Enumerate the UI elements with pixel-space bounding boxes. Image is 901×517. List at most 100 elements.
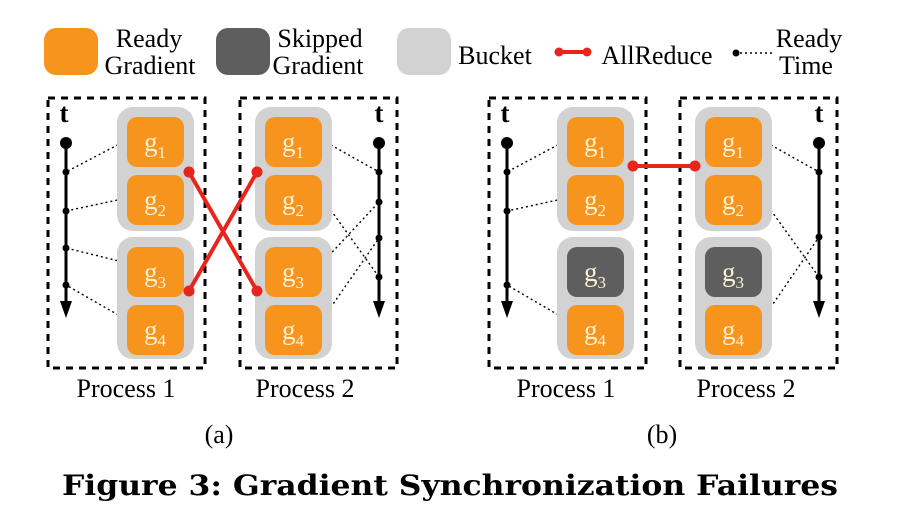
- gradient-g1-label: g1: [144, 127, 166, 162]
- timeline-start-dot: [813, 137, 825, 149]
- legend-swatch-ready-gradient: [44, 28, 98, 75]
- gradient-g1-label: g1: [584, 127, 606, 162]
- allreduce-links-b: [627, 160, 701, 172]
- process-box: [46, 96, 207, 370]
- process-box: [487, 96, 648, 370]
- ready-time-dot: [503, 168, 511, 176]
- timeline-start-dot: [373, 137, 385, 149]
- subfig-b-process-1: t g1 g2 g3 g4: [487, 96, 648, 370]
- ready-time-dot: [62, 281, 70, 289]
- ready-time-dot: [815, 233, 823, 241]
- ready-time-legend-glyph: [732, 49, 772, 57]
- timeline-arrowhead: [60, 301, 72, 318]
- subfigure-b: t g1 g2 g3 g4: [487, 96, 839, 449]
- timeline-t-label: t: [60, 98, 69, 128]
- allreduce-endpoint-dot: [183, 166, 195, 178]
- ready-time-dot: [62, 207, 70, 215]
- ready-time-dot: [375, 273, 383, 281]
- gradient-g1-label: g1: [722, 127, 744, 162]
- legend-label-skipped-line1: Skipped: [277, 24, 362, 53]
- gradient-g1: [705, 117, 762, 167]
- timeline-arrowhead: [373, 301, 385, 318]
- allreduce-endpoint-dot: [554, 47, 564, 57]
- gradient-g2-label: g2: [144, 185, 166, 220]
- allreduce-endpoint-dot: [183, 285, 195, 297]
- timeline-axis: [501, 137, 513, 318]
- gradient-g2-label: g2: [722, 185, 744, 220]
- legend-label-ready-time-line1: Ready: [776, 24, 842, 53]
- ready-time-dot: [375, 168, 383, 176]
- ready-time-line-g4: [65, 284, 128, 321]
- subfigure-b-tag: (b): [647, 420, 677, 449]
- legend-label-allreduce: AllReduce: [601, 41, 712, 70]
- gradient-g1: [127, 117, 184, 167]
- legend: Ready Gradient Skipped Gradient Bucket A…: [44, 24, 842, 80]
- gradient-g2: [127, 175, 184, 225]
- gradient-g4-label: g4: [722, 315, 745, 350]
- process-box: [238, 96, 399, 370]
- gradient-g1-label: g1: [282, 127, 304, 162]
- ready-time-dot: [62, 168, 70, 176]
- legend-label-ready-time-line2: Time: [779, 51, 833, 80]
- timeline-axis: [60, 137, 72, 318]
- ready-time-line-g2: [65, 197, 128, 212]
- subfig-b-process-2: t g1 g2 g3 g4: [678, 96, 839, 370]
- gradient-g1: [265, 117, 322, 167]
- gradient-g2: [567, 175, 624, 225]
- subfigure-a: t g1 g2 g3 g4: [46, 96, 399, 449]
- allreduce-endpoint-dot: [251, 166, 263, 178]
- timeline-t-label: t: [375, 98, 384, 128]
- gradient-g3-skipped: [567, 247, 624, 297]
- ready-time-dot: [375, 234, 383, 242]
- legend-label-skipped-line2: Gradient: [273, 51, 365, 80]
- timeline-t-label: t: [501, 98, 510, 128]
- gradient-g3-label: g3: [584, 257, 606, 292]
- ready-time-dot: [375, 198, 383, 206]
- ready-time-dot: [62, 244, 70, 252]
- gradient-g4-label: g4: [584, 315, 607, 350]
- ready-time-dot: [503, 207, 511, 215]
- gradient-g2-label: g2: [584, 185, 606, 220]
- allreduce-endpoint-dot: [582, 47, 592, 57]
- legend-swatch-bucket: [397, 28, 451, 75]
- legend-swatch-skipped-gradient: [216, 28, 270, 75]
- gradient-g3: [127, 247, 184, 297]
- timeline-axis: [373, 137, 385, 318]
- gradient-g4-label: g4: [144, 315, 167, 350]
- allreduce-endpoint-dot: [689, 160, 701, 172]
- allreduce-endpoint-dot: [251, 285, 263, 297]
- ready-time-dot: [503, 281, 511, 289]
- process-2-label: Process 2: [256, 374, 355, 403]
- gradient-g4-label: g4: [282, 315, 305, 350]
- timeline-start-dot: [60, 137, 72, 149]
- gradient-g2-label: g2: [282, 185, 304, 220]
- gradient-g4: [705, 305, 762, 355]
- gradient-g3: [265, 247, 322, 297]
- ready-time-dot: [815, 168, 823, 176]
- gradient-g2: [265, 175, 322, 225]
- allreduce-links-a: [183, 166, 263, 297]
- gradient-g1: [567, 117, 624, 167]
- gradient-g3-label: g3: [282, 257, 304, 292]
- process-1-label: Process 1: [77, 374, 176, 403]
- ready-time-dot: [815, 273, 823, 281]
- gradient-g3-label: g3: [722, 257, 744, 292]
- allreduce-endpoint-dot: [627, 160, 639, 172]
- timeline-arrowhead: [501, 301, 513, 318]
- legend-label-bucket: Bucket: [458, 41, 532, 70]
- ready-time-line-g3: [321, 201, 380, 264]
- legend-label-ready-line1: Ready: [116, 24, 182, 53]
- gradient-g4: [127, 305, 184, 355]
- subfigure-a-tag: (a): [205, 420, 234, 449]
- timeline-arrowhead: [813, 301, 825, 318]
- ready-time-line-g3: [65, 247, 128, 264]
- legend-label-ready-line2: Gradient: [105, 51, 197, 80]
- timeline-axis: [813, 137, 825, 318]
- process-2-label: Process 2: [697, 374, 796, 403]
- timeline-t-label: t: [815, 98, 824, 128]
- subfig-a-process-2: t g1 g2 g3 g4: [238, 96, 399, 370]
- gradient-g2: [705, 175, 762, 225]
- gradient-g4: [567, 305, 624, 355]
